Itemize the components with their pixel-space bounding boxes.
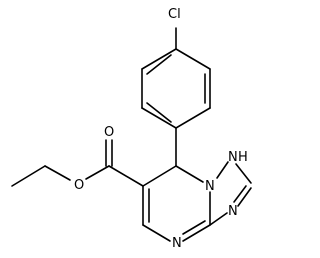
bond-o-ch2: [44, 165, 71, 181]
oxygen-carbonyl-label: O: [104, 125, 114, 140]
chlorine-label: Cl: [168, 7, 181, 22]
bond-c2-n3: [237, 187, 252, 207]
triazole-ring: [209, 161, 252, 226]
bond-c7-c6: [142, 165, 177, 187]
bond-ring-4: [141, 107, 177, 129]
nh-nitrogen-label: N: [228, 150, 238, 165]
bond-n8-c7: [175, 165, 204, 183]
triazole-nitrogen-label: N: [228, 204, 238, 219]
bond-ring-3: [175, 107, 211, 129]
bond-n4-c3a: [182, 224, 211, 242]
nh-hydrogen-label: H: [238, 150, 248, 165]
bridge-nitrogen-label: N: [205, 179, 215, 194]
bond-c2-n3-double: [233, 185, 247, 203]
bond-c5-n4: [142, 224, 171, 242]
bond-ring-double-3: [146, 54, 172, 75]
bond-n3-c3a: [209, 212, 228, 226]
structure-canvas: Cl O O N H N N N: [11, 7, 252, 251]
pyrimidine-ring: [142, 165, 211, 242]
bond-ring-double-2: [146, 102, 172, 123]
bond-n8-n1: [216, 161, 229, 179]
chlorophenyl-group: [141, 27, 211, 129]
bond-n1-c2: [235, 163, 252, 184]
oxygen-ether-label: O: [74, 178, 84, 193]
ethyl-ester-group: [11, 139, 144, 187]
bond-ring-1: [175, 48, 211, 70]
bond-c6-carbonyl: [108, 165, 144, 187]
pyrimidine-nitrogen-label: N: [172, 236, 182, 251]
bond-n4-c3a-double: [182, 220, 206, 235]
bond-ring-6: [141, 48, 177, 70]
molecule-diagram: Cl O O N H N N N: [11, 7, 252, 251]
bond-carbonyl-o-ether: [85, 165, 110, 180]
bond-ch2-ch3: [11, 165, 46, 187]
